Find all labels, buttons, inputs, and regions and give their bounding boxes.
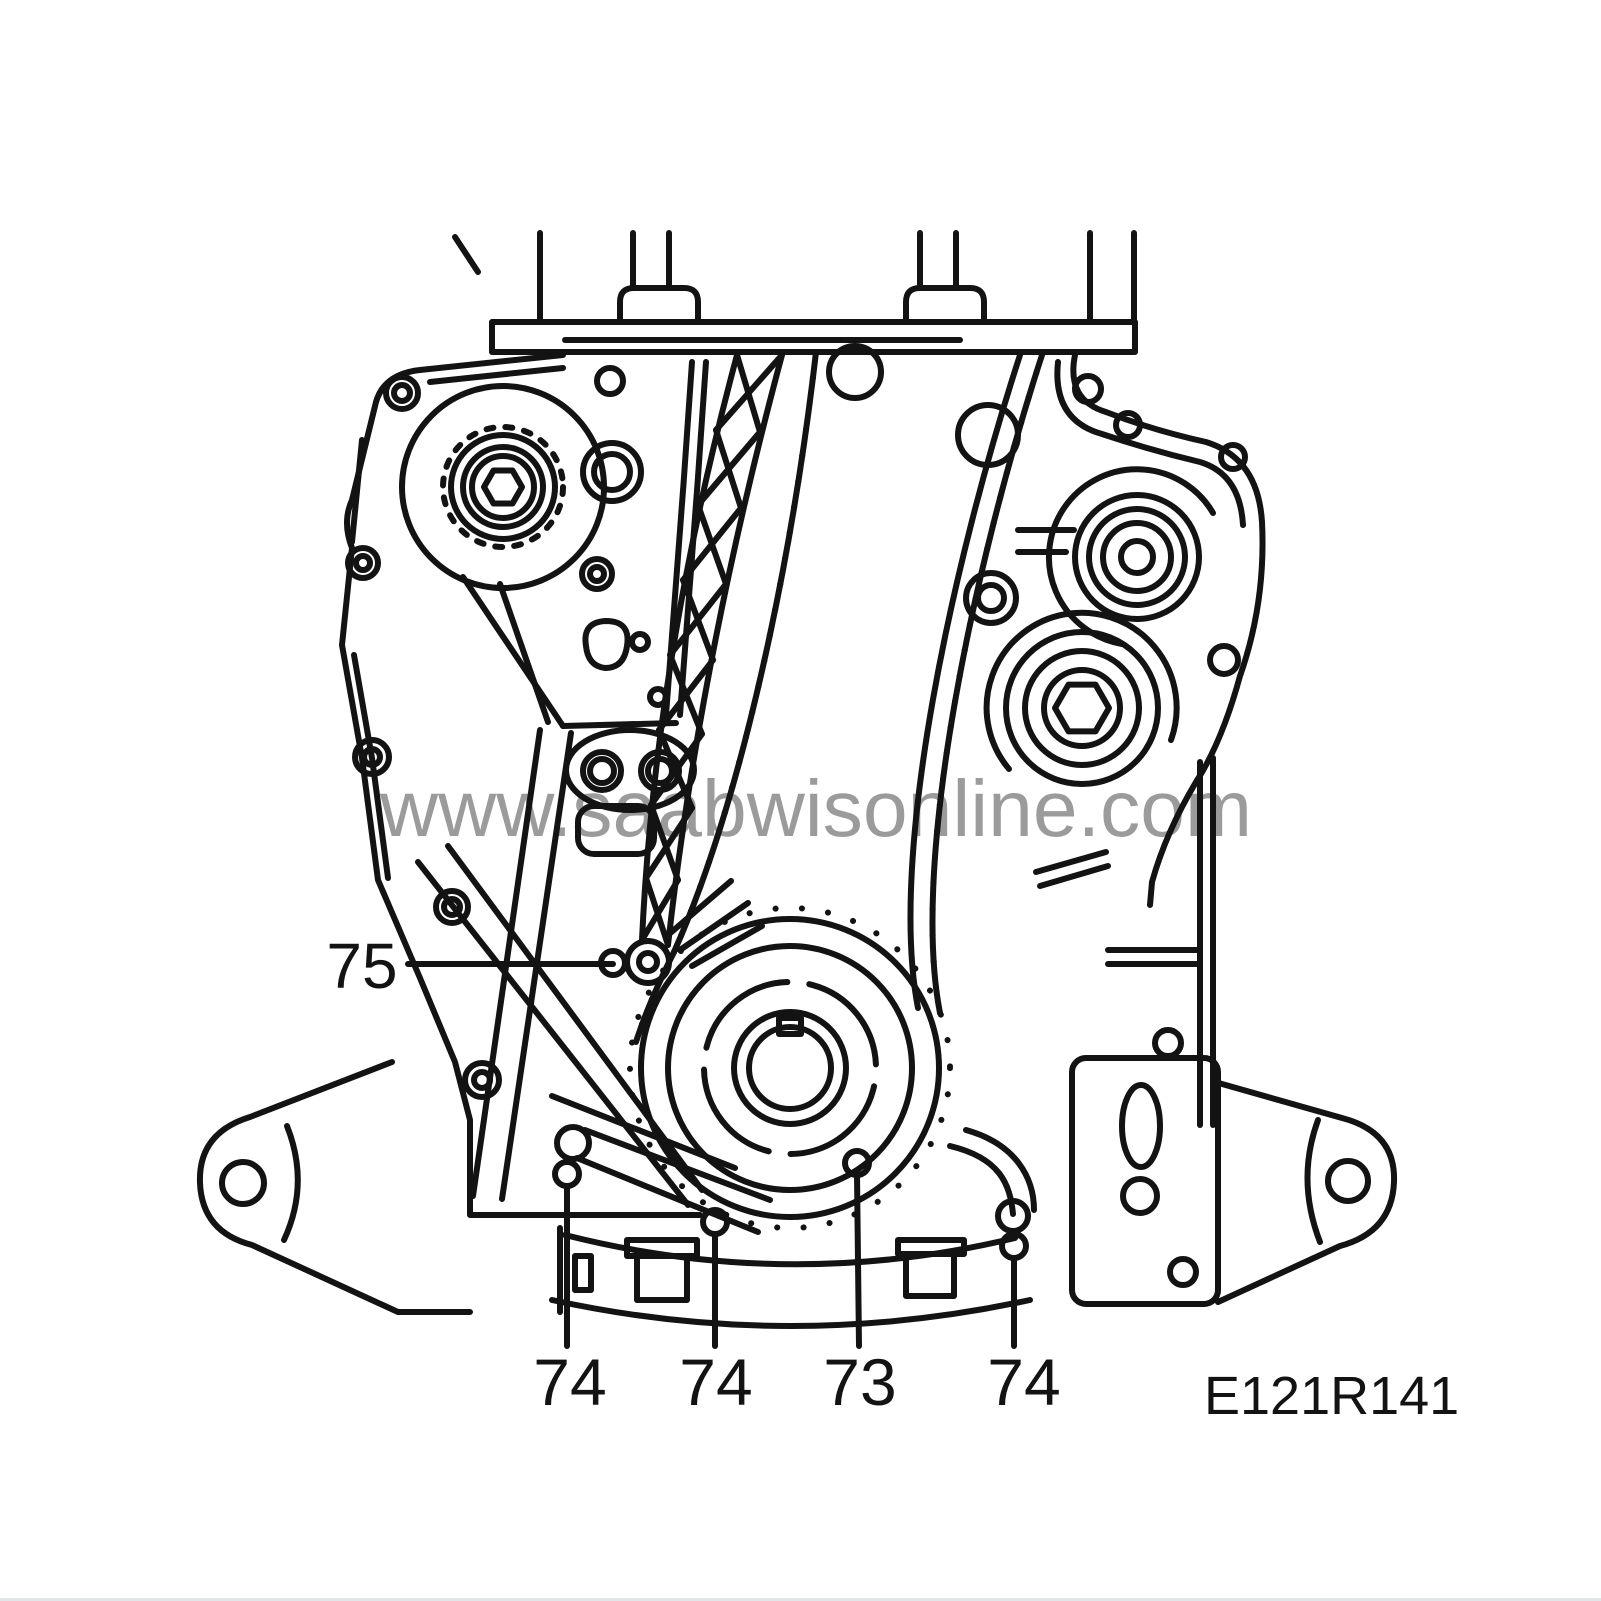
keyway-notch <box>776 1015 804 1037</box>
leader-dot-74-left <box>552 1159 582 1189</box>
leader-dot-75 <box>598 948 628 978</box>
lower-idler-pulley <box>983 609 1180 787</box>
leader-dot-74-mid <box>700 1207 730 1237</box>
upper-idler-pulley <box>1015 466 1216 647</box>
left-engine-mount <box>196 1059 473 1315</box>
callout-label-73: 73 <box>823 1345 896 1419</box>
left-timing-cover <box>339 352 703 1218</box>
cylinder-block-edge <box>452 230 1138 355</box>
oil-pump-sprocket <box>399 383 607 591</box>
hex-bolt-icon <box>481 467 525 507</box>
page-bottom-divider <box>0 1598 1601 1601</box>
block-center-details <box>826 343 1021 626</box>
watermark-text: www.saabwisonline.com <box>379 764 1252 853</box>
line-art <box>196 230 1398 1349</box>
right-block-details <box>1033 755 1221 1307</box>
callout-label-74-right: 74 <box>987 1345 1060 1419</box>
crankshaft-sprocket <box>627 905 953 1231</box>
leader-dot-74-right <box>999 1231 1029 1261</box>
callout-leaders <box>405 948 1029 1349</box>
callout-label-74-mid: 74 <box>679 1345 752 1419</box>
callout-label-74-left: 74 <box>533 1345 606 1419</box>
figure-code: E121R141 <box>1204 1366 1459 1426</box>
callout-label-75: 75 <box>326 930 397 1002</box>
leader-dot-73 <box>842 1148 872 1178</box>
chain-guide-lattice <box>639 352 785 969</box>
right-cover <box>1054 352 1266 908</box>
right-pickup-arm <box>947 1127 1037 1234</box>
right-engine-mount <box>1212 1079 1398 1305</box>
oil-pan <box>549 1225 1033 1329</box>
hex-bolt-icon <box>1052 681 1112 735</box>
